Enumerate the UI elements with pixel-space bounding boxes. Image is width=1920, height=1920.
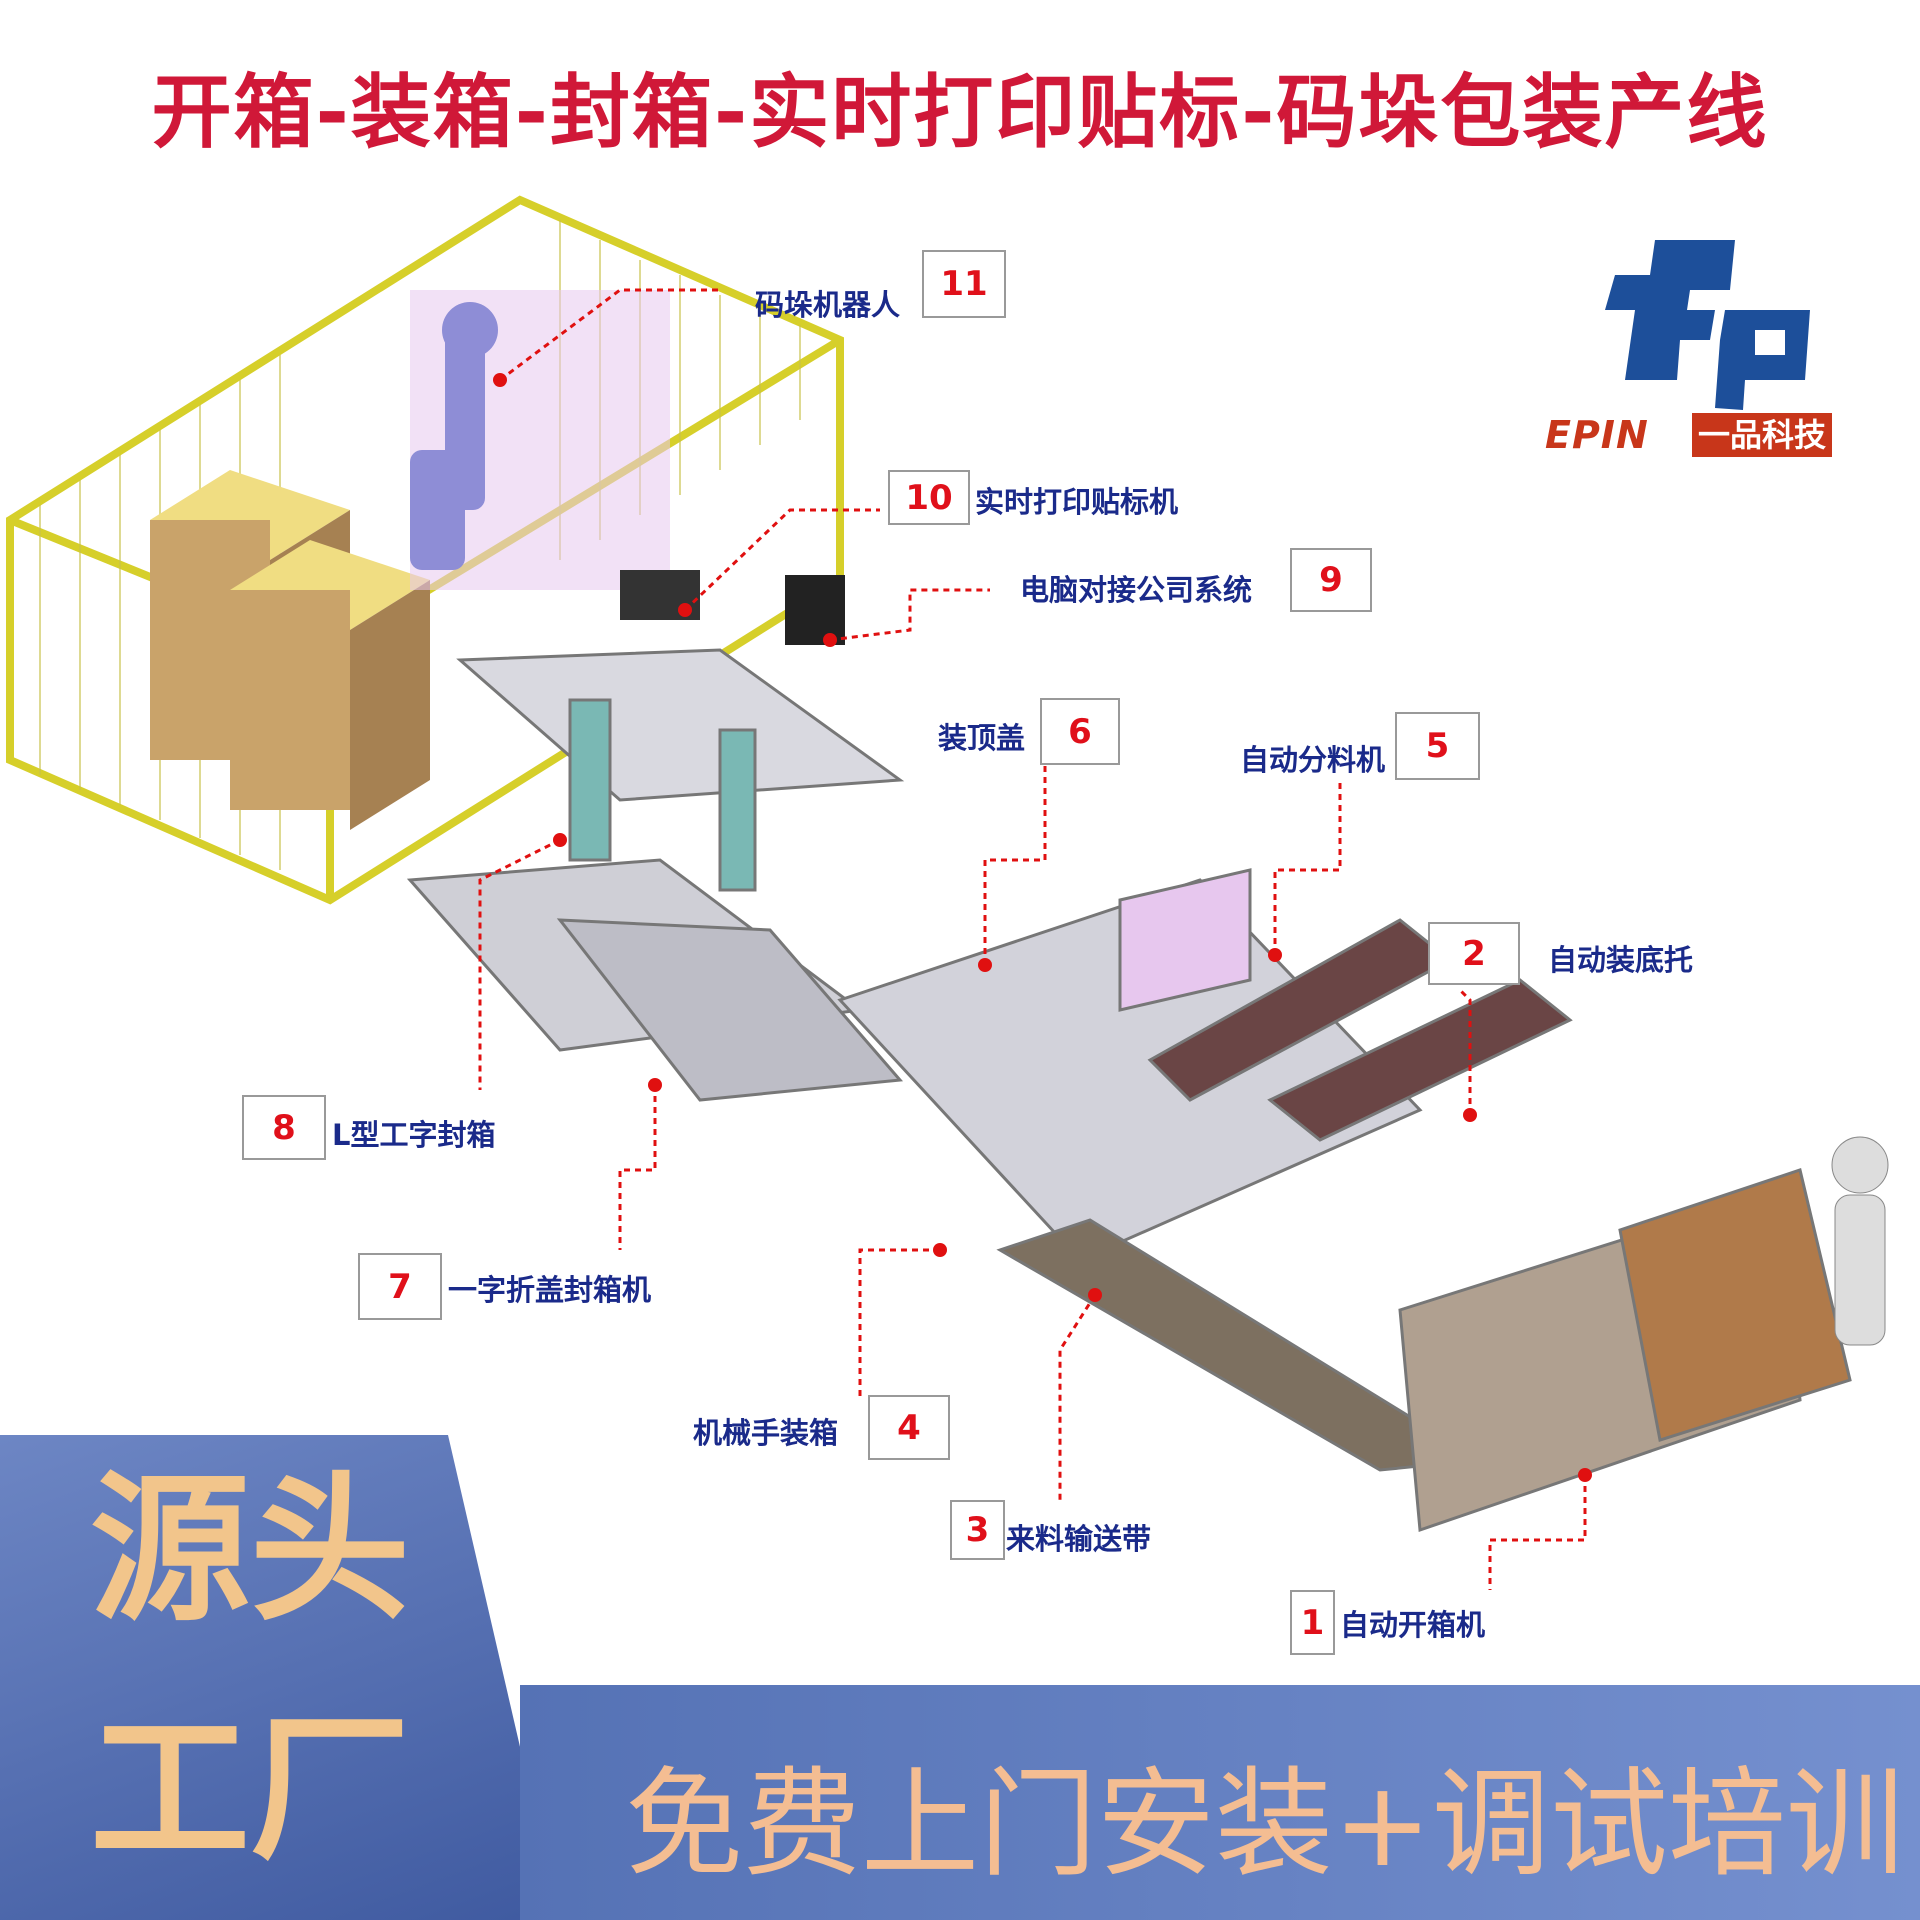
- callout-label-4: 机械手装箱: [693, 1416, 839, 1450]
- callout-number-1: 1: [1290, 1590, 1335, 1655]
- callout-label-6: 装顶盖: [938, 721, 1026, 755]
- callout-number-6: 6: [1040, 698, 1120, 765]
- sealing-conveyors: [406, 648, 905, 1102]
- pallet-zone-panel: [410, 290, 670, 590]
- callout-label-7: 一字折盖封箱机: [448, 1273, 652, 1307]
- callout-label-9: 电脑对接公司系统: [1020, 573, 1253, 607]
- callout-dots: [493, 373, 1592, 1482]
- callout-label-1: 自动开箱机: [1340, 1608, 1486, 1642]
- left-banner-panel: [0, 1435, 560, 1920]
- banner-factory: 工厂: [90, 1696, 411, 1883]
- callout-number-7: 7: [358, 1253, 442, 1320]
- callout-label-2: 自动装底托: [1548, 943, 1694, 977]
- page-title: 开箱-装箱-封箱-实时打印贴标-码垛包装产线: [151, 66, 1769, 159]
- operator-figure: [1831, 1136, 1889, 1346]
- callout-label-8: L型工字封箱: [332, 1118, 496, 1152]
- callout-label-5: 自动分料机: [1240, 743, 1386, 777]
- epin-logo-mark: [1605, 240, 1810, 410]
- packing-line: [837, 868, 1852, 1533]
- callout-number-8: 8: [242, 1095, 326, 1160]
- banner-source: 源头: [90, 1456, 411, 1643]
- stacked-cartons: [150, 470, 430, 830]
- callout-arrows: [478, 288, 1587, 1590]
- logo-text-cn: 一品科技: [1692, 413, 1833, 457]
- production-line-illustration: [5, 195, 1889, 1590]
- callout-number-4: 4: [868, 1395, 950, 1460]
- callout-number-5: 5: [1395, 712, 1480, 780]
- logo-text-en: EPIN: [1545, 413, 1649, 457]
- callout-number-2: 2: [1428, 922, 1520, 985]
- callout-label-3: 来料输送带: [1006, 1522, 1152, 1556]
- callout-number-3: 3: [950, 1500, 1005, 1560]
- callout-label-11: 码垛机器人: [755, 288, 901, 322]
- callout-label-10: 实时打印贴标机: [975, 485, 1179, 519]
- callout-number-9: 9: [1290, 548, 1372, 612]
- banner-promo: 免费上门安装+调试培训: [625, 1755, 1904, 1893]
- computer-monitor: [785, 575, 845, 645]
- bottom-banner-band: [520, 1685, 1920, 1920]
- callout-number-10: 10: [888, 470, 970, 525]
- callout-number-11: 11: [922, 250, 1006, 318]
